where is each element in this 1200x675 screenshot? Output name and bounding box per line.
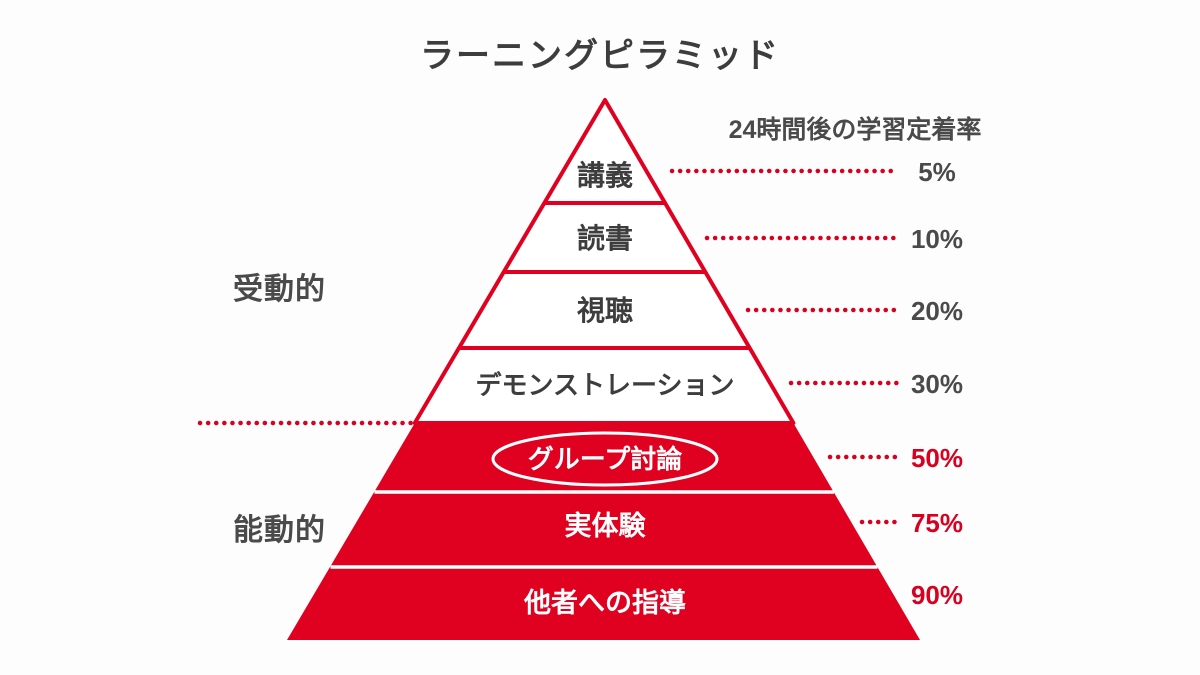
level-label-demonstration: デモンストレーション xyxy=(476,370,735,400)
level-label-teaching: 他者への指導 xyxy=(523,587,686,618)
level-label-lecture: 講義 xyxy=(577,159,633,191)
retention-value-discussion: 50% xyxy=(911,443,963,473)
retention-value-teaching: 90% xyxy=(911,580,963,610)
active-group-label: 能動的 xyxy=(233,514,326,547)
retention-value-reading: 10% xyxy=(911,224,963,254)
retention-value-audiovisual: 20% xyxy=(911,296,963,326)
group-discussion-highlight-ellipse xyxy=(491,431,719,487)
retention-value-practice: 75% xyxy=(911,508,963,538)
level-label-practice: 実体験 xyxy=(565,510,647,541)
retention-value-demonstration: 30% xyxy=(911,369,963,399)
figure-title: ラーニングピラミッド xyxy=(420,37,780,75)
level-label-audiovisual: 視聴 xyxy=(577,295,633,326)
retention-rate-header: 24時間後の学習定着率 xyxy=(728,116,982,144)
retention-value-lecture: 5% xyxy=(918,157,956,187)
level-label-discussion: グループ討論 xyxy=(528,444,683,474)
level-label-reading: 読書 xyxy=(577,222,633,254)
passive-group-label: 受動的 xyxy=(233,273,326,306)
pyramid-active-section xyxy=(287,423,920,640)
